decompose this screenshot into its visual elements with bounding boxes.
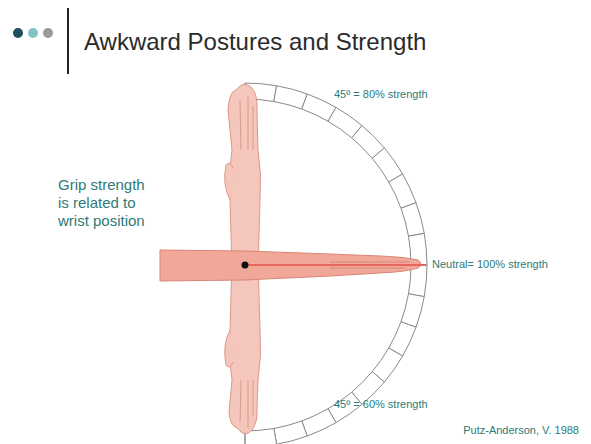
angle-label: Neutral= 100% strength: [432, 258, 548, 271]
divider-line: [67, 8, 69, 74]
scale-segment: [401, 203, 424, 236]
bullet-dot: [28, 28, 38, 38]
bullet-dot: [43, 28, 53, 38]
scale-segment: [274, 421, 307, 444]
neutral-line: [245, 264, 426, 266]
scale-segment: [389, 174, 416, 208]
thumb: [225, 163, 233, 200]
pivot-dot: [242, 262, 249, 269]
finger-lines: [240, 96, 253, 150]
hand-up: [228, 84, 261, 270]
scale-segment: [401, 294, 424, 327]
angle-label: 45º = 60% strength: [334, 398, 428, 411]
angle-label: 45º = 80% strength: [334, 88, 428, 101]
hand-down: [229, 260, 261, 434]
scale-segment: [274, 86, 307, 109]
thumb: [225, 330, 233, 367]
citation: Putz-Anderson, V. 1988: [463, 424, 579, 437]
bullet-dot: [13, 28, 23, 38]
finger-lines: [240, 380, 253, 428]
note-text: Grip strength is related to wrist positi…: [58, 176, 158, 230]
scale-segment: [302, 409, 336, 436]
slide-title: Awkward Postures and Strength: [84, 28, 426, 56]
